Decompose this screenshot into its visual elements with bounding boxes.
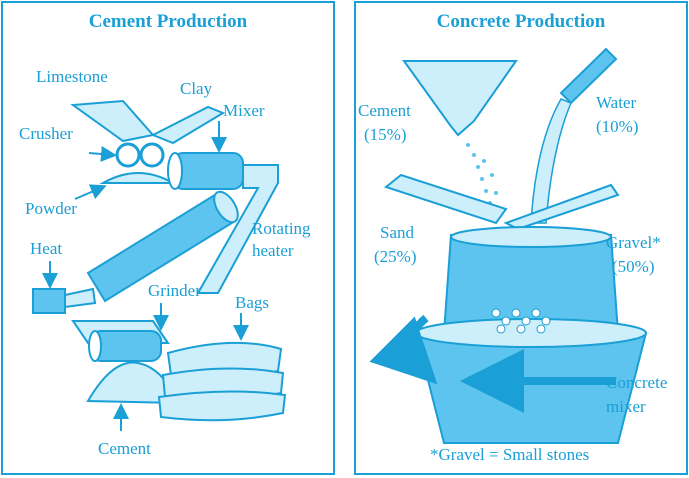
cement-output-label: Cement xyxy=(98,439,151,458)
concrete-production-illustration xyxy=(369,47,648,444)
limestone-label: Limestone xyxy=(36,67,108,86)
crusher-roller-right xyxy=(139,142,165,168)
water-stream xyxy=(530,98,572,224)
powder-label: Powder xyxy=(25,199,77,218)
sand-pct-label: (25%) xyxy=(374,247,417,266)
heater-label: heater xyxy=(252,241,294,260)
grinder-label: Grinder xyxy=(148,281,201,300)
heat-label: Heat xyxy=(30,239,63,258)
concrete-label: Concrete xyxy=(606,373,668,392)
concrete-production-panel: Concrete Production xyxy=(354,1,688,475)
mixer-chute xyxy=(196,164,279,294)
gravel-scoop xyxy=(503,183,620,231)
water-pipe xyxy=(559,47,618,105)
cement-production-panel: Cement Production xyxy=(1,1,335,475)
concrete-production-title: Concrete Production xyxy=(436,11,606,32)
gravel-pct-label: (50%) xyxy=(612,257,655,276)
cement-production-illustration xyxy=(32,99,287,431)
clay-label: Clay xyxy=(180,79,213,98)
limestone-hopper xyxy=(70,99,155,143)
crusher-label: Crusher xyxy=(19,124,73,143)
rotation-arrow-left xyxy=(369,314,438,385)
clay-hopper xyxy=(150,105,226,145)
heat-burner xyxy=(32,288,66,314)
bag-bottom xyxy=(157,390,287,422)
powder-pile xyxy=(99,172,177,184)
crusher-arrow xyxy=(88,146,117,162)
water-pct-label: (10%) xyxy=(596,117,639,136)
sand-scoop xyxy=(383,173,508,225)
gravel-footnote: *Gravel = Small stones xyxy=(430,445,590,464)
powder-arrow xyxy=(74,184,107,200)
rotating-label: Rotating xyxy=(252,219,311,238)
cement-funnel xyxy=(402,60,518,137)
cement-pct-label: (15%) xyxy=(364,125,407,144)
water-label: Water xyxy=(596,93,637,112)
concrete-mixer-label: mixer xyxy=(606,397,646,416)
cement-production-title: Cement Production xyxy=(88,11,248,32)
mixer-drum xyxy=(172,152,244,190)
crusher-roller-left xyxy=(115,142,141,168)
cement-label: Cement xyxy=(358,101,411,120)
gravel-label: Gravel* xyxy=(606,233,661,252)
mixer-label: Mixer xyxy=(223,101,265,120)
sand-label: Sand xyxy=(380,223,414,242)
bags-label: Bags xyxy=(235,293,269,312)
gravel-contents xyxy=(491,308,551,334)
